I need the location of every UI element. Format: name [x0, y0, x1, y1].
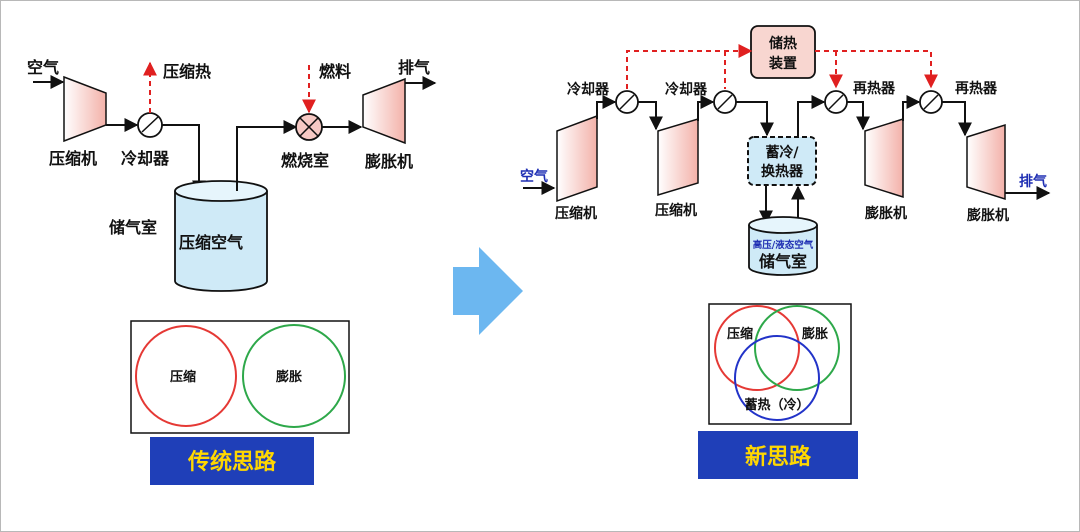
right-venn: 压缩 膨胀 蓄热（冷）: [708, 303, 852, 425]
right-compressor2-label: 压缩机: [655, 202, 697, 219]
right-comp1-to-cooler1: [596, 95, 617, 119]
right-cooler2-label: 冷却器: [665, 81, 708, 98]
right-exp1-to-reheater2: [902, 95, 921, 121]
right-compressor1-icon: [556, 114, 598, 203]
left-banner-box: [150, 437, 314, 485]
right-heat-line-reheater2: [815, 50, 938, 89]
left-tank-to-combustor: [236, 120, 298, 191]
left-exhaust-label: 排气: [398, 58, 430, 77]
right-expander2-icon: [966, 123, 1006, 201]
left-expander-icon: [362, 77, 406, 145]
left-storage-label: 储气室: [108, 218, 157, 237]
right-cooler1-label: 冷却器: [567, 81, 610, 98]
left-venn-expand-circle: [242, 324, 346, 428]
right-exhaust-label: 排气: [1019, 173, 1047, 190]
right-reheater1-label: 再热器: [853, 80, 896, 97]
right-tank-label: 储气室: [758, 252, 807, 271]
right-cooler2-slash: [717, 94, 733, 110]
left-fuel-label: 燃料: [319, 62, 351, 81]
right-expander1-icon: [864, 117, 904, 199]
right-cooler1-to-comp2: [638, 101, 663, 131]
right-expander1-label: 膨胀机: [865, 205, 907, 222]
left-combustor-x2: [299, 117, 319, 137]
right-heat-line-cooler1: [626, 44, 753, 89]
left-tank-top: [174, 180, 268, 202]
right-comp2-to-cooler2: [697, 95, 715, 121]
right-tank-body: [748, 225, 818, 276]
right-reheater2-label: 再热器: [955, 80, 998, 97]
transition-arrow-icon: [453, 247, 523, 335]
right-reheater2-to-exp2: [942, 101, 972, 137]
right-hx-box: [747, 136, 817, 186]
right-reheater2-slash: [923, 94, 939, 110]
right-hx-to-reheater1: [797, 95, 826, 137]
left-venn-compress-label: 压缩: [170, 369, 196, 385]
left-venn: 压缩 膨胀: [130, 320, 350, 434]
left-tank-text: 压缩空气: [179, 233, 243, 252]
left-venn-expand-label: 膨胀: [275, 369, 302, 385]
right-venn-store-circle: [734, 335, 820, 421]
left-expander-label: 膨胀机: [365, 152, 413, 171]
right-reheater1-to-exp1: [847, 101, 870, 131]
right-thermal-storage-l2: 装置: [768, 55, 797, 72]
left-air-label: 空气: [27, 58, 59, 77]
right-compressor2-icon: [657, 117, 699, 197]
left-compressor-icon: [63, 75, 107, 143]
left-heat-out-label: 压缩热: [163, 62, 211, 81]
right-expander2-label: 膨胀机: [967, 207, 1009, 224]
right-hx-l1: 蓄冷/: [765, 144, 799, 161]
right-venn-compress-label: 压缩: [727, 326, 753, 342]
left-combustor-label: 燃烧室: [281, 151, 329, 170]
left-cooler-to-tank: [162, 124, 206, 195]
left-tank-body: [174, 191, 268, 292]
right-tank-top: [748, 216, 818, 234]
right-venn-expand-label: 膨胀: [801, 326, 828, 342]
left-cooler-slash: [141, 116, 159, 133]
right-banner: 新思路: [698, 431, 858, 479]
right-venn-expand-circle: [754, 305, 840, 391]
right-compressor1-label: 压缩机: [555, 205, 597, 222]
right-hx-l2: 换热器: [761, 163, 804, 180]
left-cooler-label: 冷却器: [121, 149, 170, 168]
left-banner: 传统思路: [150, 437, 314, 485]
right-cooler1-slash: [619, 94, 635, 110]
right-venn-compress-circle: [714, 305, 800, 391]
right-tank-small-label: 高压/液态空气: [753, 239, 814, 251]
right-banner-text: 新思路: [745, 444, 812, 470]
left-system: 空气 压缩机 冷却器 压缩热 压缩空气 储气室 燃烧室 燃料: [27, 58, 437, 292]
right-banner-box: [698, 431, 858, 479]
right-venn-frame: [708, 303, 852, 425]
left-compressor-label: 压缩机: [49, 149, 97, 168]
left-venn-frame: [130, 320, 350, 434]
right-thermal-storage-l1: 储热: [768, 35, 797, 52]
left-banner-text: 传统思路: [187, 449, 277, 475]
right-cooler2-to-hx: [736, 101, 774, 137]
right-air-label: 空气: [520, 168, 548, 185]
right-venn-store-label: 蓄热（冷）: [744, 397, 809, 413]
left-venn-compress-circle: [135, 325, 237, 427]
right-reheater1-slash: [828, 94, 844, 110]
right-system: 储热 装置 冷却器 冷却器 再热器 再热器 空气 压缩机 压缩机: [520, 25, 1051, 276]
